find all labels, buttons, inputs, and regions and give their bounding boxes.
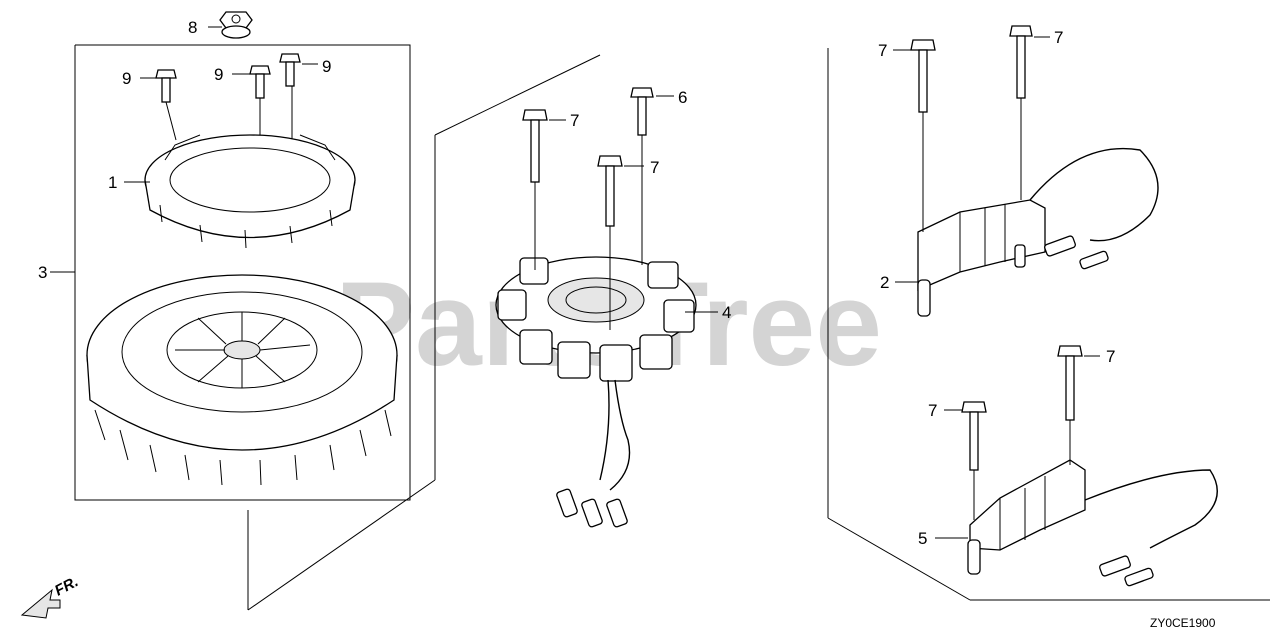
callout-2: 2 bbox=[880, 273, 889, 292]
bolt-part-7-coil-lower-left[interactable] bbox=[961, 401, 987, 471]
ignition-coil-part-2[interactable] bbox=[917, 147, 1159, 317]
front-arrow-icon bbox=[20, 588, 61, 619]
callout-7-coil-upper-right: 7 bbox=[1054, 28, 1063, 47]
coil-group-frame bbox=[827, 48, 1270, 601]
bolt-part-7-coil-lower-right[interactable] bbox=[1057, 345, 1083, 421]
callout-3: 3 bbox=[38, 263, 47, 282]
callout-4: 4 bbox=[722, 303, 731, 322]
bolt-part-9-middle[interactable] bbox=[249, 65, 271, 99]
flywheel-group-frame bbox=[74, 44, 601, 611]
callout-labels: 8 9 9 9 1 3 7 6 7 4 7 7 2 7 7 5 bbox=[38, 18, 1115, 548]
svg-text:FR.: FR. bbox=[52, 573, 81, 599]
callout-7-stator-right: 7 bbox=[650, 158, 659, 177]
callout-7-coil-upper-left: 7 bbox=[878, 41, 887, 60]
bolt-part-7-coil-upper-left[interactable] bbox=[910, 39, 936, 113]
bolt-part-7-stator-right[interactable] bbox=[597, 155, 623, 227]
stator-part-4[interactable] bbox=[495, 256, 697, 528]
callout-7-stator-left: 7 bbox=[570, 111, 579, 130]
callout-7-coil-lower-right: 7 bbox=[1106, 347, 1115, 366]
callout-9-right: 9 bbox=[322, 57, 331, 76]
callout-9-middle: 9 bbox=[214, 65, 223, 84]
fan-ring-part-1[interactable] bbox=[144, 134, 356, 249]
ignition-coil-part-5[interactable] bbox=[967, 459, 1218, 587]
bolt-part-9-right[interactable] bbox=[279, 53, 301, 87]
callout-8: 8 bbox=[188, 18, 197, 37]
callout-9-left: 9 bbox=[122, 69, 131, 88]
front-direction-indicator: FR. bbox=[20, 573, 81, 619]
callout-7-coil-lower-left: 7 bbox=[928, 401, 937, 420]
diagram-reference-code: ZY0CE1900 bbox=[1150, 616, 1216, 630]
bolt-part-7-stator-left[interactable] bbox=[522, 109, 548, 183]
bolt-part-7-coil-upper-right[interactable] bbox=[1009, 25, 1033, 99]
callout-1: 1 bbox=[108, 173, 117, 192]
callout-6: 6 bbox=[678, 88, 687, 107]
callout-5: 5 bbox=[918, 529, 927, 548]
flywheel-part-3[interactable] bbox=[86, 274, 398, 486]
bolt-part-6[interactable] bbox=[630, 87, 654, 136]
bolt-part-9-left[interactable] bbox=[155, 69, 177, 103]
nut-part-8[interactable] bbox=[219, 11, 253, 39]
